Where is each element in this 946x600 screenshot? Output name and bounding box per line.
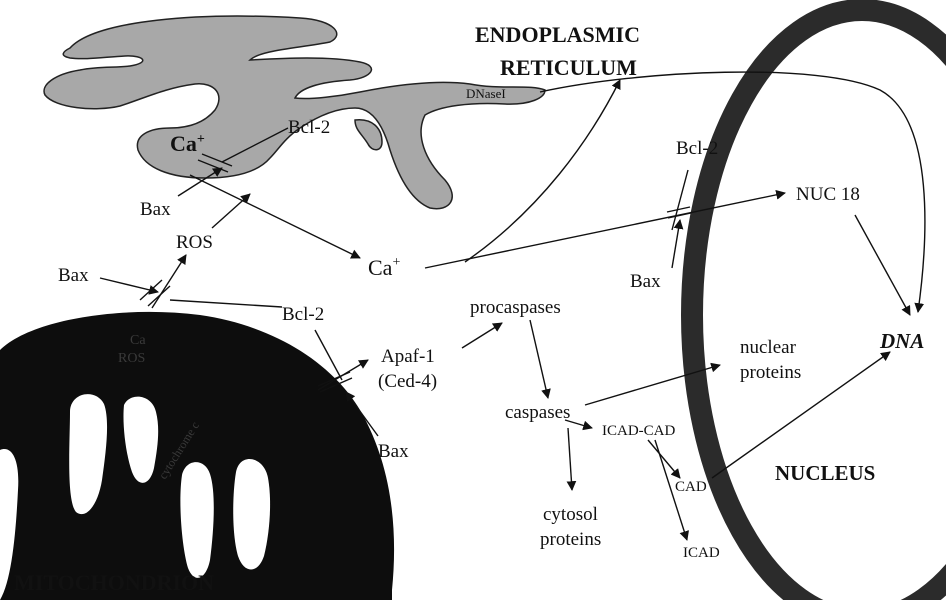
nucleus-envelope (692, 10, 946, 600)
nucleus-label: NUCLEUS (775, 461, 875, 485)
arrow-ca-to-er (465, 80, 620, 262)
dna-label: DNA (879, 329, 924, 353)
arrow-icadcad-to-cad (648, 440, 680, 478)
bax-er-label: Bax (140, 199, 171, 220)
nuclear-line2: proteins (740, 362, 801, 383)
ca-mid-superscript: + (392, 255, 400, 270)
endoplasmic-reticulum-shape (44, 16, 545, 209)
caspases-label: caspases (505, 402, 570, 423)
arrow-er-ca-to-ca (190, 175, 360, 258)
bcl2-mito-label: Bcl-2 (282, 304, 324, 325)
bax-mito-label: Bax (378, 441, 409, 462)
mito-ros-faint: ROS (118, 351, 145, 366)
arrow-nuc18-to-dna (855, 215, 910, 315)
er-title-line2: RETICULUM (500, 55, 637, 80)
dnase-label: DNaseI (466, 86, 506, 101)
bcl2-nuc-label: Bcl-2 (676, 138, 718, 159)
icad-cad-label: ICAD-CAD (602, 423, 675, 439)
ca-mid-label: Ca+ (368, 255, 400, 280)
er-title-line1: ENDOPLASMIC (475, 22, 640, 47)
apaf-line2: (Ced-4) (378, 371, 437, 392)
procaspases-label: procaspases (470, 297, 561, 318)
arrow-procaspases-to-caspases (530, 320, 548, 398)
bcl2-er-label: Bcl-2 (288, 117, 330, 138)
line-bcl2-mito (170, 300, 282, 307)
mitochondrion-shape (0, 312, 394, 600)
er-ca-superscript: + (197, 132, 205, 147)
bax-left-label: Bax (58, 265, 89, 286)
arrow-apaf-to-procaspases (462, 323, 502, 348)
mitochondrion-label: MITOCHONDRION (14, 570, 214, 595)
arrow-ca-to-nuc18 (425, 193, 785, 268)
arrow-bax-to-mito (100, 278, 158, 292)
ros-label: ROS (176, 232, 213, 253)
cytosol-line1: cytosol (543, 504, 598, 525)
arrow-caspases-to-cytosol (568, 428, 572, 490)
cytosol-line2: proteins (540, 529, 601, 550)
er-ca-text: Ca (170, 131, 197, 156)
block-bar-nuc-2 (668, 213, 691, 218)
bax-nuc-label: Bax (630, 271, 661, 292)
nuclear-line1: nuclear (740, 337, 797, 358)
icad-label: ICAD (683, 545, 720, 561)
arrow-ros-to-er (212, 194, 250, 228)
cad-label: CAD (675, 479, 707, 495)
nuc18-label: NUC 18 (796, 184, 860, 205)
mito-ca-faint: Ca (130, 333, 146, 348)
apaf-line1: Apaf-1 (381, 346, 435, 367)
ca-mid-text: Ca (368, 255, 393, 280)
